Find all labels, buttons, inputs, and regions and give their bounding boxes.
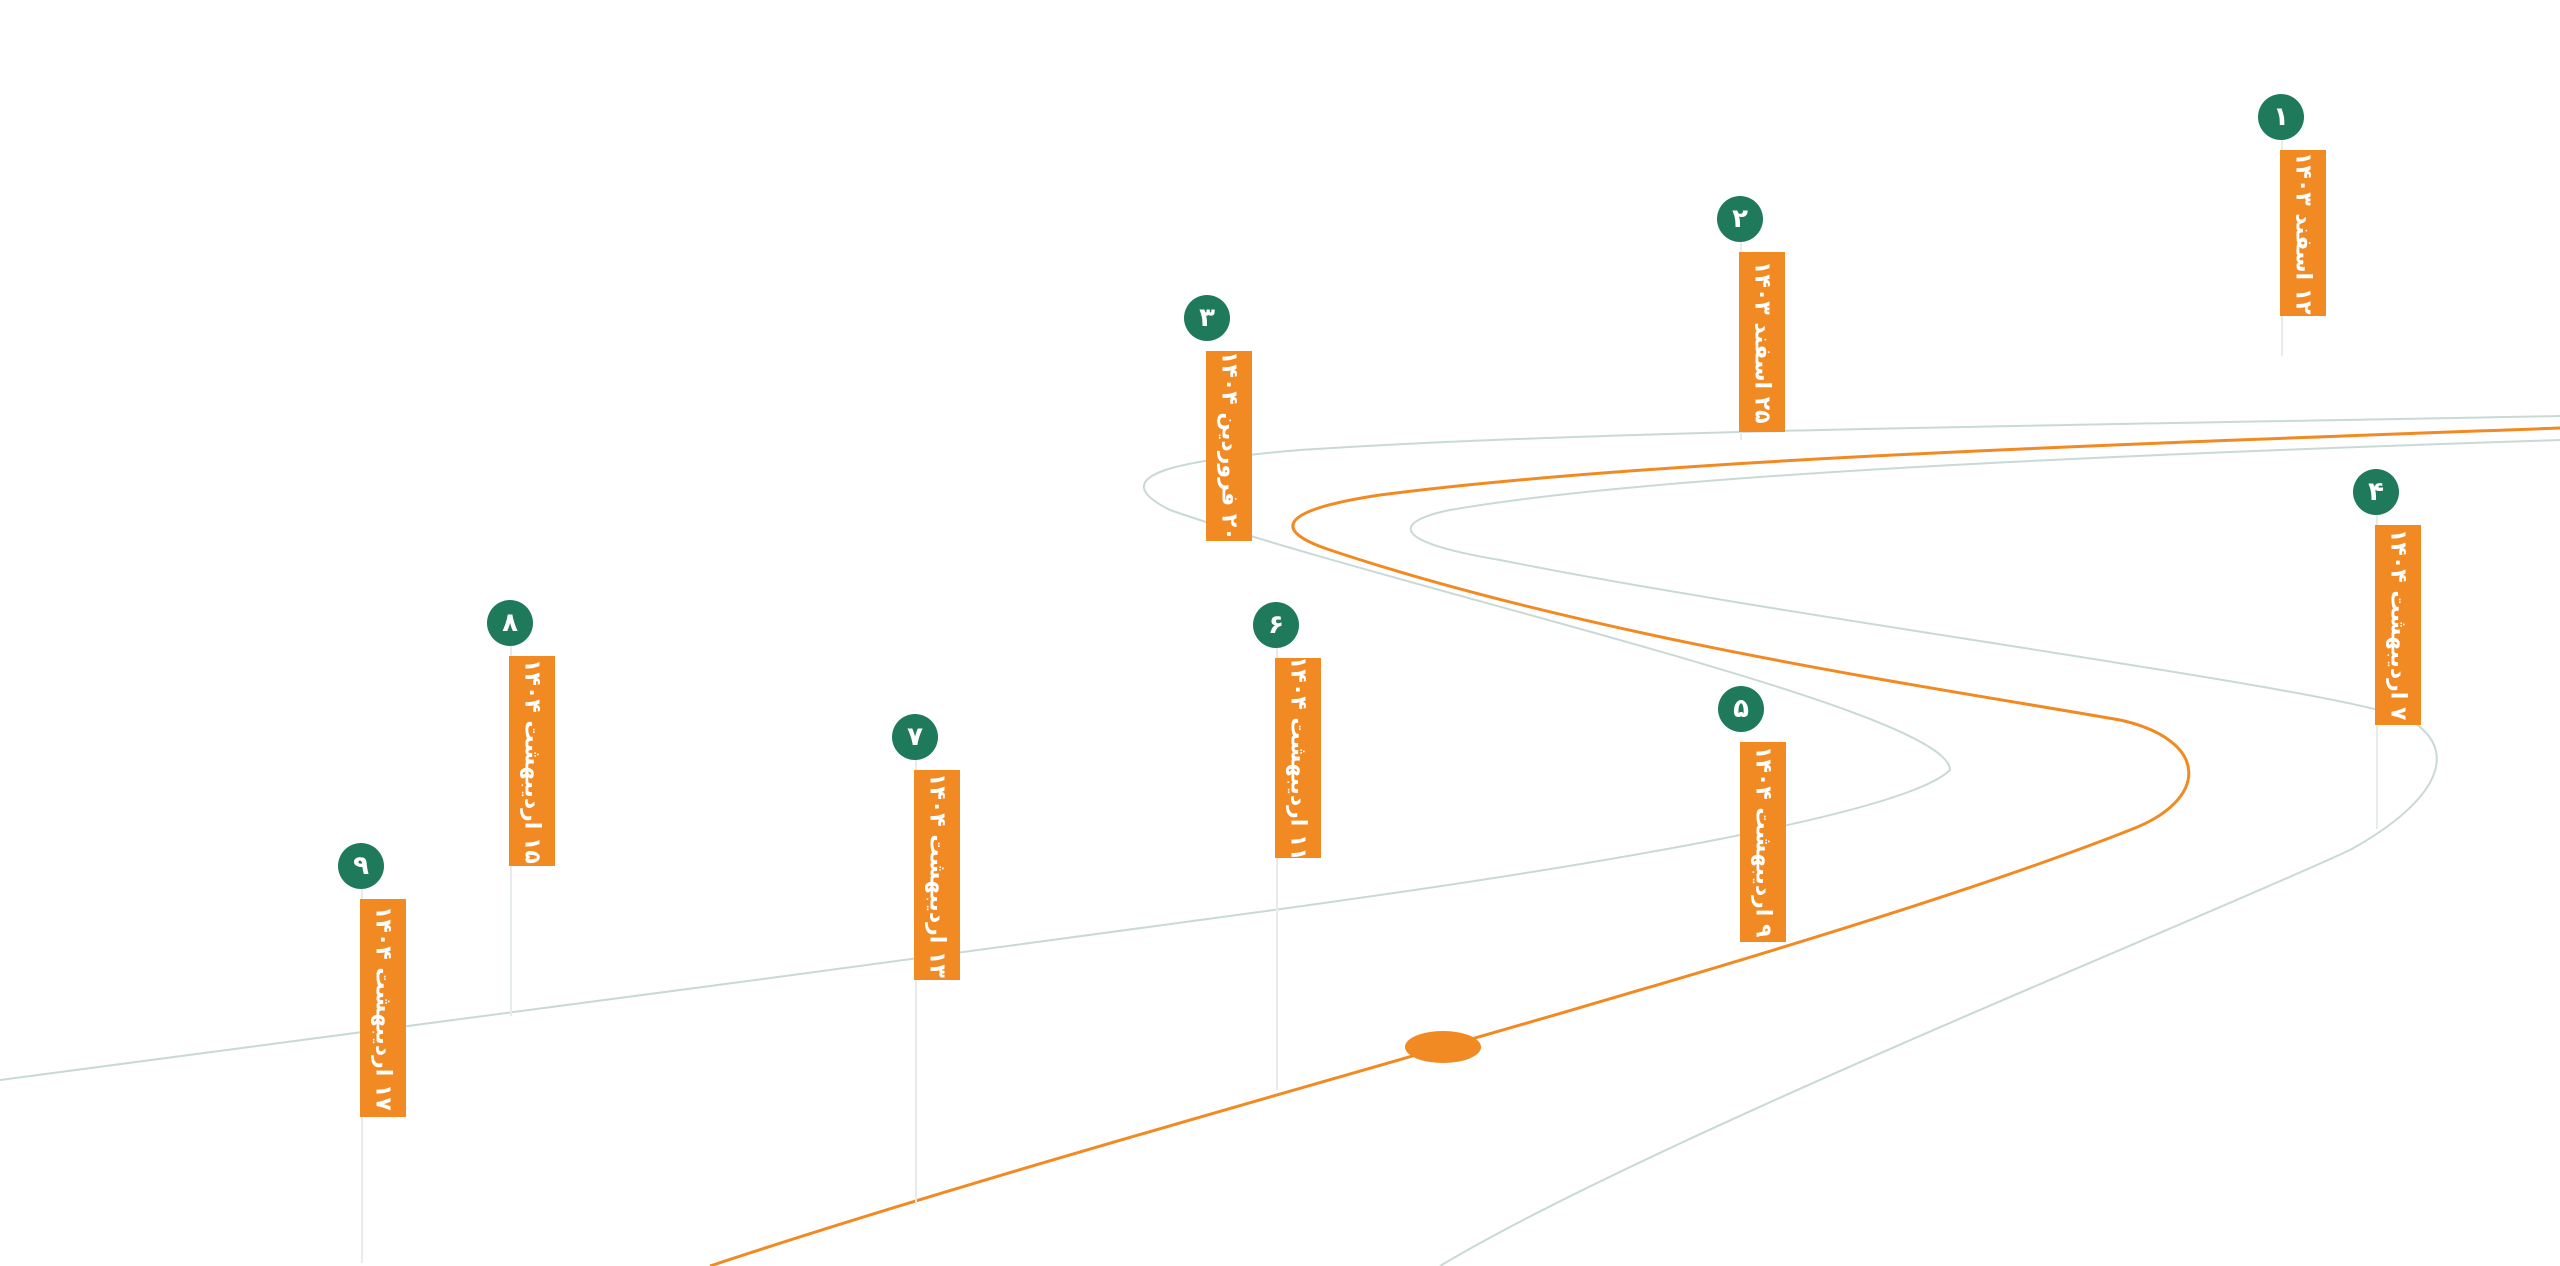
milestone-number-badge: ۵ <box>1718 686 1764 732</box>
milestone-number-badge: ۲ <box>1717 196 1763 242</box>
milestone-date-label: ۲۰ فروردین ۱۴۰۴ <box>1216 351 1242 541</box>
milestone-number-badge: ۴ <box>2353 469 2399 515</box>
milestone-date-flag: ۱۵ اردیبهشت ۱۴۰۴ <box>509 656 555 866</box>
milestone-number-badge: ۹ <box>338 843 384 889</box>
milestone-date-label: ۱۵ اردیبهشت ۱۴۰۴ <box>519 658 545 864</box>
milestone-number-badge: ۸ <box>487 600 533 646</box>
milestone-date-label: ۲۵ اسفند ۱۴۰۳ <box>1749 260 1775 424</box>
milestone-date-label: ۱۱ اردیبهشت ۱۴۰۴ <box>1285 658 1311 858</box>
milestone-date-flag: ۱۷ اردیبهشت ۱۴۰۴ <box>360 899 406 1117</box>
milestone-number-badge: ۱ <box>2258 94 2304 140</box>
milestone-5[interactable]: ۵ ۹ اردیبهشت ۱۴۰۴ <box>1718 686 1788 942</box>
milestone-2[interactable]: ۲ ۲۵ اسفند ۱۴۰۳ <box>1717 196 1787 440</box>
milestone-date-label: ۹ اردیبهشت ۱۴۰۴ <box>1750 746 1776 938</box>
milestone-3[interactable]: ۳ ۲۰ فروردین ۱۴۰۴ <box>1184 295 1254 541</box>
milestone-date-label: ۱۳ اردیبهشت ۱۴۰۴ <box>924 772 950 978</box>
milestone-date-flag: ۷ اردیبهشت ۱۴۰۴ <box>2375 525 2421 725</box>
milestone-date-label: ۷ اردیبهشت ۱۴۰۴ <box>2385 529 2411 721</box>
milestone-number-badge: ۶ <box>1253 602 1299 648</box>
road-edge-inner <box>1409 439 2560 1266</box>
milestone-date-flag: ۱۲ اسفند ۱۴۰۳ <box>2280 150 2326 316</box>
milestone-date-flag: ۲۵ اسفند ۱۴۰۳ <box>1739 252 1785 432</box>
current-position-marker[interactable] <box>1405 1031 1481 1063</box>
milestone-number-badge: ۳ <box>1184 295 1230 341</box>
milestone-date-flag: ۲۰ فروردین ۱۴۰۴ <box>1206 351 1252 541</box>
milestone-7[interactable]: ۷ ۱۳ اردیبهشت ۱۴۰۴ <box>892 714 962 1204</box>
milestone-4[interactable]: ۴ ۷ اردیبهشت ۱۴۰۴ <box>2353 469 2423 829</box>
milestone-number-badge: ۷ <box>892 714 938 760</box>
milestone-date-flag: ۱۳ اردیبهشت ۱۴۰۴ <box>914 770 960 980</box>
road-edge-outer <box>0 415 2560 1081</box>
route-line <box>709 426 2560 1266</box>
milestone-pin-line <box>915 760 917 1204</box>
milestone-9[interactable]: ۹ ۱۷ اردیبهشت ۱۴۰۴ <box>338 843 408 1263</box>
milestone-date-label: ۱۲ اسفند ۱۴۰۳ <box>2290 151 2316 315</box>
milestone-6[interactable]: ۶ ۱۱ اردیبهشت ۱۴۰۴ <box>1253 602 1323 1090</box>
milestone-date-label: ۱۷ اردیبهشت ۱۴۰۴ <box>370 905 396 1111</box>
milestone-date-flag: ۹ اردیبهشت ۱۴۰۴ <box>1740 742 1786 942</box>
milestone-8[interactable]: ۸ ۱۵ اردیبهشت ۱۴۰۴ <box>487 600 557 1016</box>
milestone-date-flag: ۱۱ اردیبهشت ۱۴۰۴ <box>1275 658 1321 858</box>
milestone-1[interactable]: ۱ ۱۲ اسفند ۱۴۰۳ <box>2258 94 2328 356</box>
milestone-pin-line <box>1276 648 1278 1090</box>
